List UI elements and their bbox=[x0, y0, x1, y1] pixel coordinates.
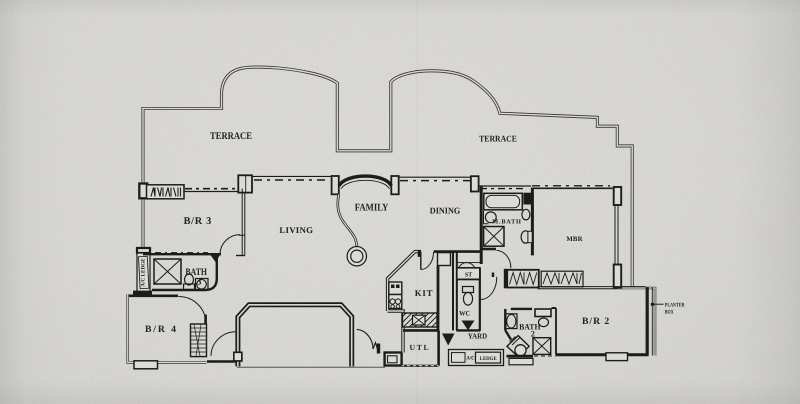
svg-text:B/R 3: B/R 3 bbox=[184, 216, 212, 227]
svg-text:A/C: A/C bbox=[466, 356, 474, 362]
svg-text:BOX: BOX bbox=[665, 309, 674, 315]
svg-text:B/R 4: B/R 4 bbox=[145, 324, 178, 335]
svg-text:ST: ST bbox=[465, 272, 473, 279]
svg-text:M.BATH: M.BATH bbox=[492, 218, 521, 225]
svg-text:YARD: YARD bbox=[468, 332, 488, 341]
svg-text:TERRACE: TERRACE bbox=[210, 131, 252, 142]
svg-text:WC: WC bbox=[459, 311, 470, 318]
svg-text:LEDGE: LEDGE bbox=[480, 356, 497, 362]
svg-text:BATH: BATH bbox=[185, 267, 207, 278]
svg-text:UTL: UTL bbox=[409, 343, 430, 352]
svg-text:KIT: KIT bbox=[415, 288, 433, 298]
svg-text:B/R 2: B/R 2 bbox=[582, 316, 610, 327]
svg-text:3: 3 bbox=[197, 277, 202, 288]
svg-text:BATH: BATH bbox=[519, 322, 541, 331]
svg-text:TERRACE: TERRACE bbox=[479, 133, 517, 143]
svg-text:A/C LEDGE: A/C LEDGE bbox=[141, 258, 147, 287]
svg-text:2: 2 bbox=[531, 330, 535, 339]
svg-text:LIVING: LIVING bbox=[279, 225, 313, 235]
svg-text:PLANTER: PLANTER bbox=[665, 302, 685, 308]
svg-text:FAMILY: FAMILY bbox=[355, 202, 389, 213]
svg-text:MBR: MBR bbox=[566, 236, 582, 243]
svg-text:DINING: DINING bbox=[430, 206, 460, 216]
